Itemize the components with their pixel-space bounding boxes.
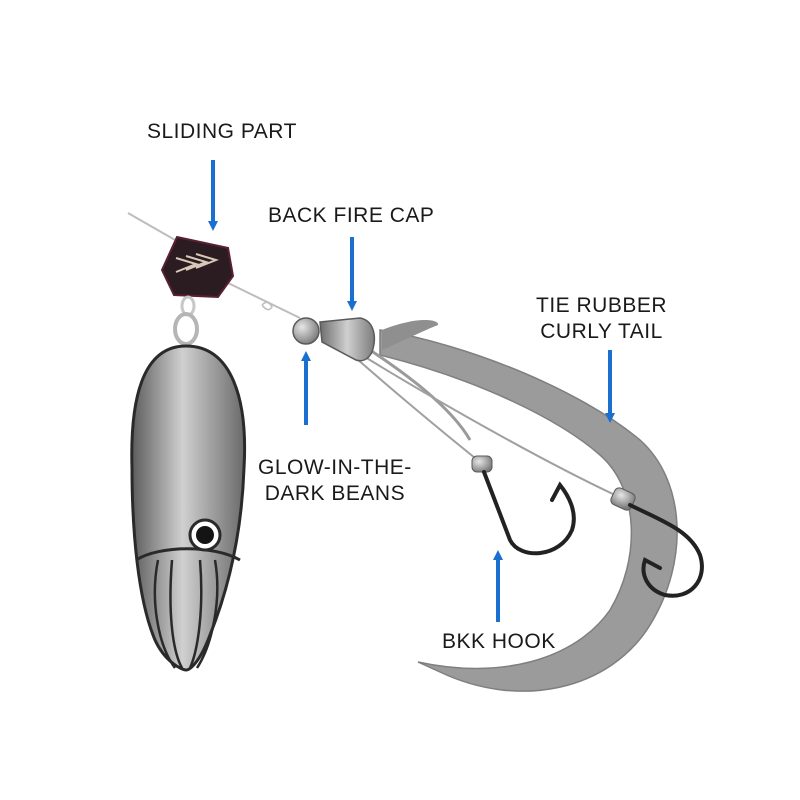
fishing-line [127, 212, 301, 319]
label-glow-line-1: GLOW-IN-THE- [258, 456, 412, 479]
squid-mantle-line [135, 547, 241, 562]
label-back-fire-cap: BACK FIRE CAP [268, 204, 435, 227]
label-tie-rubber-line-1: TIE RUBBER [536, 294, 668, 317]
curly-tail [379, 329, 678, 692]
label-glow-line-2: DARK BEANS [264, 482, 406, 505]
label-tie-rubber-line-2: CURLY TAIL [540, 320, 663, 343]
bkk-hook-2 [628, 503, 704, 598]
back-fire-cap [319, 317, 376, 362]
bkk-hook-1 [482, 470, 576, 556]
hook-bead-1 [471, 455, 493, 473]
glow-bead [292, 317, 320, 345]
squid-tentacle-lines [153, 559, 219, 669]
squid-jig-body [130, 344, 247, 672]
squid-eye-pupil [196, 526, 214, 544]
label-tie-rubber-curly-tail: TIE RUBBER CURLY TAIL [536, 293, 667, 345]
label-bkk-hook: BKK HOOK [442, 630, 556, 653]
label-sliding-part: SLIDING PART [147, 120, 297, 143]
line-knot [261, 301, 273, 311]
sliding-part-chevrons [175, 253, 220, 273]
skirt-strand-1 [382, 320, 439, 350]
skirt-strand-2 [369, 348, 472, 441]
snap-ring-lower [173, 312, 199, 346]
label-glow-in-the-dark-beans: GLOW-IN-THE- DARK BEANS [258, 455, 412, 507]
